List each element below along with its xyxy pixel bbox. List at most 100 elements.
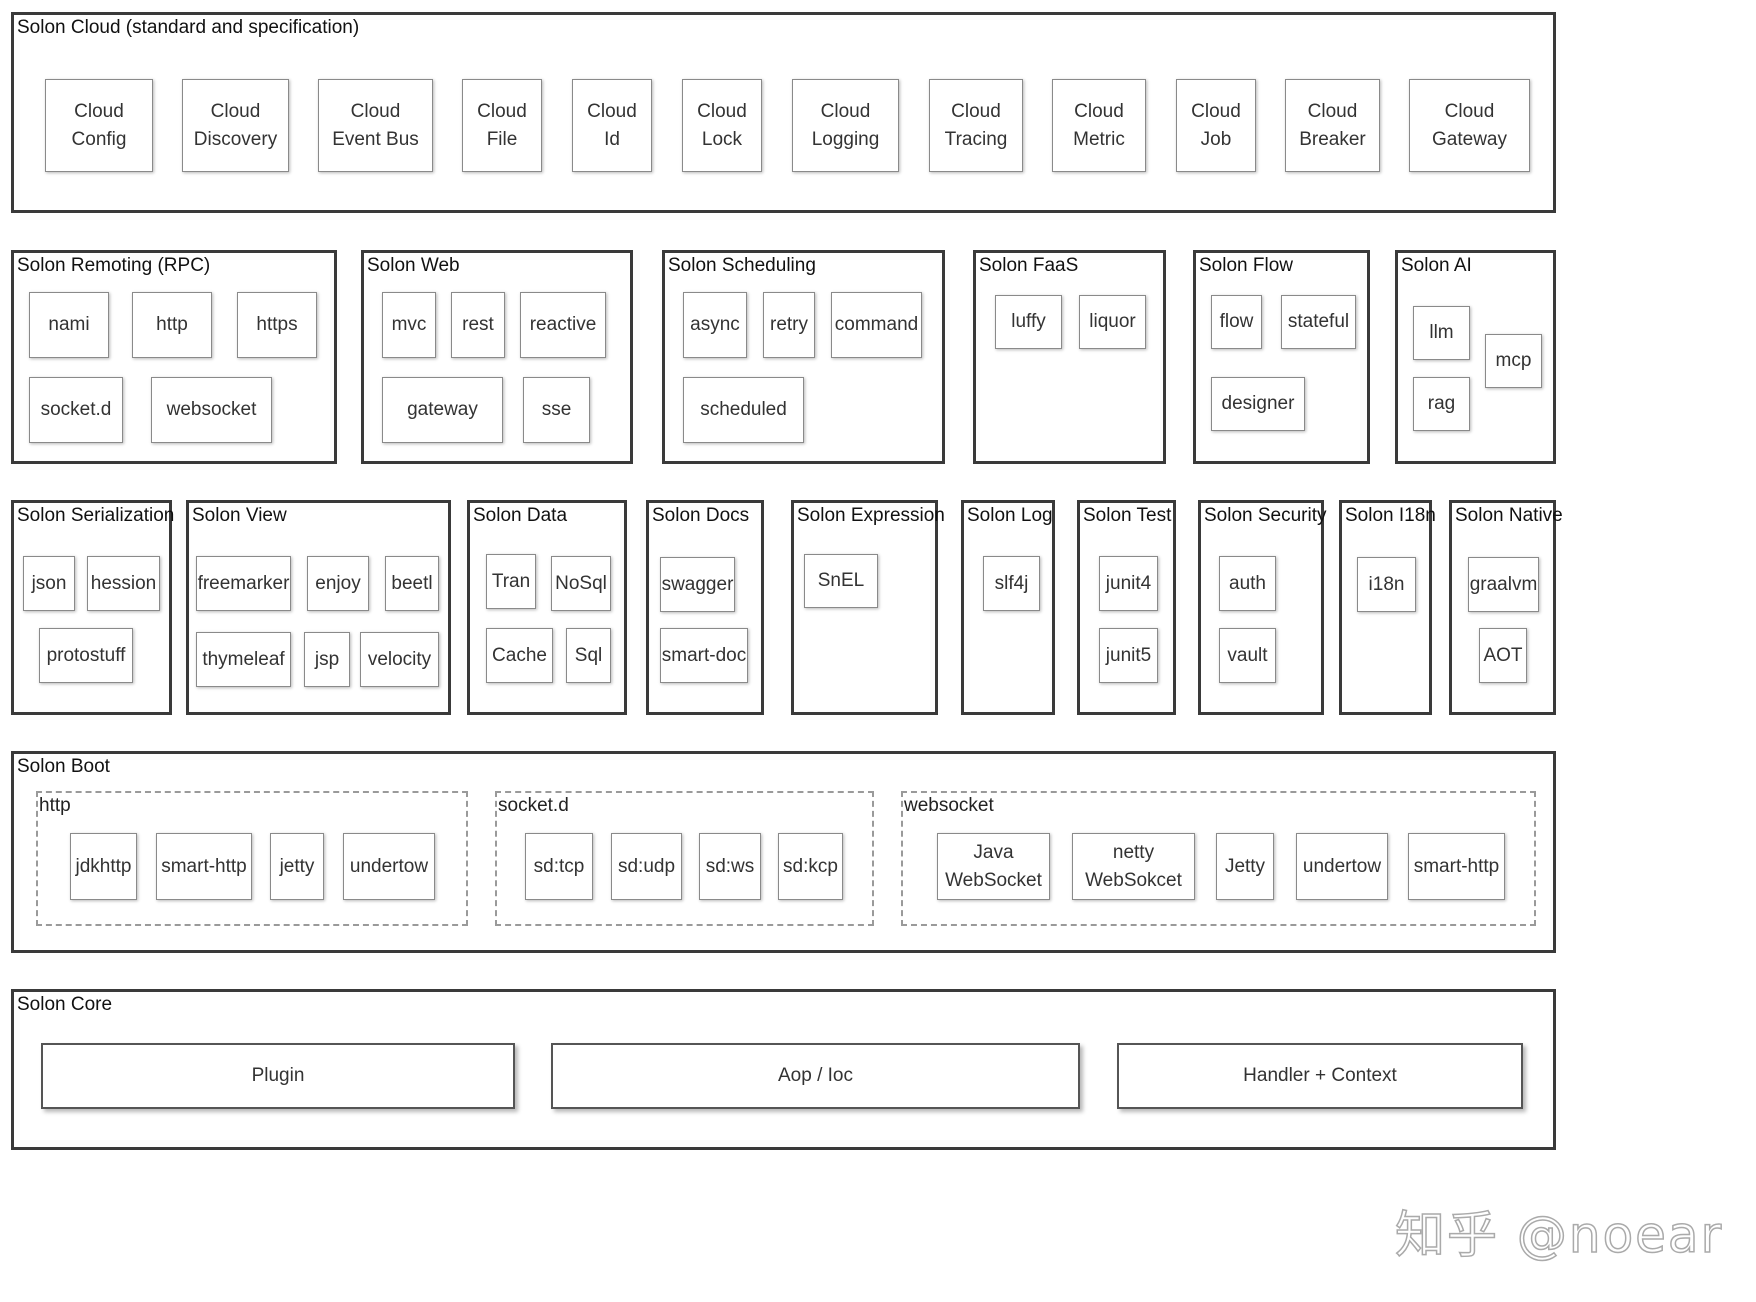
module-snel: SnEL	[804, 554, 878, 608]
module-tran: Tran	[486, 554, 536, 609]
module-hession: hession	[87, 556, 160, 611]
group-title: Solon Web	[367, 255, 460, 276]
module-json: json	[23, 556, 75, 611]
module-command: command	[831, 292, 922, 358]
module-i18n: i18n	[1357, 557, 1416, 612]
module-websocket: websocket	[151, 377, 272, 443]
module-smart-doc: smart-doc	[660, 628, 748, 683]
module-sd-udp: sd:udp	[611, 833, 682, 900]
module-graalvm: graalvm	[1468, 557, 1539, 612]
module-swagger: swagger	[660, 557, 735, 612]
module-nosql: NoSql	[551, 556, 611, 611]
module-slf4j: slf4j	[983, 556, 1040, 611]
module-mvc: mvc	[382, 292, 436, 358]
module-cloud-config: Cloud Config	[45, 79, 153, 172]
module-cloud-logging: Cloud Logging	[792, 79, 899, 172]
module-llm: llm	[1413, 306, 1470, 360]
module-cloud-breaker: Cloud Breaker	[1285, 79, 1380, 172]
module-junit4: junit4	[1099, 556, 1158, 611]
module-freemarker: freemarker	[196, 556, 291, 611]
subgroup-websocket: websocket	[901, 791, 1536, 926]
module-sd-kcp: sd:kcp	[778, 833, 843, 900]
group-title: Solon Security	[1204, 505, 1327, 526]
group-title: Solon Core	[17, 994, 113, 1015]
group-title: Solon Docs	[652, 505, 750, 526]
group-title: Solon Boot	[17, 756, 110, 777]
group-title: Solon Log	[967, 505, 1053, 526]
group-title: Solon Scheduling	[668, 255, 816, 276]
group-title: Solon Cloud (standard and specification)	[17, 17, 360, 38]
module-cloud-file: Cloud File	[462, 79, 542, 172]
module-http: http	[132, 292, 212, 358]
module-velocity: velocity	[360, 632, 439, 687]
module-retry: retry	[763, 292, 815, 358]
module-vault: vault	[1219, 628, 1276, 683]
module-jdkhttp: jdkhttp	[70, 833, 137, 900]
module-jetty: jetty	[270, 833, 324, 900]
module-flow: flow	[1211, 295, 1262, 349]
subgroup-title: socket.d	[498, 795, 569, 816]
module-cloud-tracing: Cloud Tracing	[929, 79, 1023, 172]
group-title: Solon Remoting (RPC)	[17, 255, 211, 276]
watermark: 知乎 @noear	[1394, 1205, 1724, 1265]
subgroup-http: http	[36, 791, 468, 926]
group-title: Solon Data	[473, 505, 568, 526]
group-solon-faas: Solon FaaS	[973, 250, 1166, 464]
module-mcp: mcp	[1485, 334, 1542, 388]
module-enjoy: enjoy	[307, 556, 369, 611]
module-luffy: luffy	[995, 295, 1062, 349]
module-sd-tcp: sd:tcp	[525, 833, 593, 900]
module-cloud-id: Cloud Id	[572, 79, 652, 172]
group-solon-flow: Solon Flow	[1193, 250, 1370, 464]
group-title: Solon Serialization	[17, 505, 175, 526]
module-rest: rest	[451, 292, 505, 358]
subgroup-socket-d: socket.d	[495, 791, 874, 926]
module-junit5: junit5	[1099, 628, 1158, 683]
subgroup-title: http	[39, 795, 71, 816]
module-liquor: liquor	[1079, 295, 1146, 349]
module-cloud-job: Cloud Job	[1176, 79, 1256, 172]
group-title: Solon I18n	[1345, 505, 1436, 526]
module-cloud-lock: Cloud Lock	[682, 79, 762, 172]
module-java-websocket: Java WebSocket	[937, 833, 1050, 900]
module-handler-context: Handler + Context	[1117, 1043, 1523, 1109]
module-cloud-discovery: Cloud Discovery	[182, 79, 289, 172]
module-undertow: undertow	[1296, 833, 1388, 900]
module-rag: rag	[1413, 377, 1470, 431]
module-sse: sse	[523, 377, 590, 443]
module-auth: auth	[1219, 556, 1276, 611]
module-scheduled: scheduled	[683, 377, 804, 443]
module-undertow: undertow	[343, 833, 435, 900]
group-title: Solon Native	[1455, 505, 1563, 526]
module-sql: Sql	[566, 628, 611, 683]
module-reactive: reactive	[520, 292, 606, 358]
module-sd-ws: sd:ws	[699, 833, 761, 900]
group-title: Solon Flow	[1199, 255, 1293, 276]
module-async: async	[683, 292, 747, 358]
module-designer: designer	[1211, 377, 1305, 431]
module-aot: AOT	[1479, 628, 1527, 683]
module-nami: nami	[29, 292, 109, 358]
module-cache: Cache	[486, 628, 553, 683]
module-stateful: stateful	[1281, 295, 1356, 349]
module-protostuff: protostuff	[39, 628, 133, 683]
module-jetty: Jetty	[1216, 833, 1274, 900]
module-thymeleaf: thymeleaf	[196, 632, 291, 687]
module-socket-d: socket.d	[29, 377, 123, 443]
group-title: Solon Expression	[797, 505, 945, 526]
group-solon-test: Solon Test	[1077, 500, 1176, 715]
group-title: Solon Test	[1083, 505, 1172, 526]
module-aop-ioc: Aop / Ioc	[551, 1043, 1080, 1109]
group-title: Solon AI	[1401, 255, 1472, 276]
module-beetl: beetl	[385, 556, 439, 611]
module-gateway: gateway	[382, 377, 503, 443]
module-smart-http: smart-http	[1408, 833, 1505, 900]
group-title: Solon View	[192, 505, 287, 526]
module-jsp: jsp	[304, 632, 350, 687]
module-netty-websokcet: netty WebSokcet	[1072, 833, 1195, 900]
module-smart-http: smart-http	[156, 833, 252, 900]
module-https: https	[237, 292, 317, 358]
group-title: Solon FaaS	[979, 255, 1079, 276]
module-cloud-metric: Cloud Metric	[1052, 79, 1146, 172]
